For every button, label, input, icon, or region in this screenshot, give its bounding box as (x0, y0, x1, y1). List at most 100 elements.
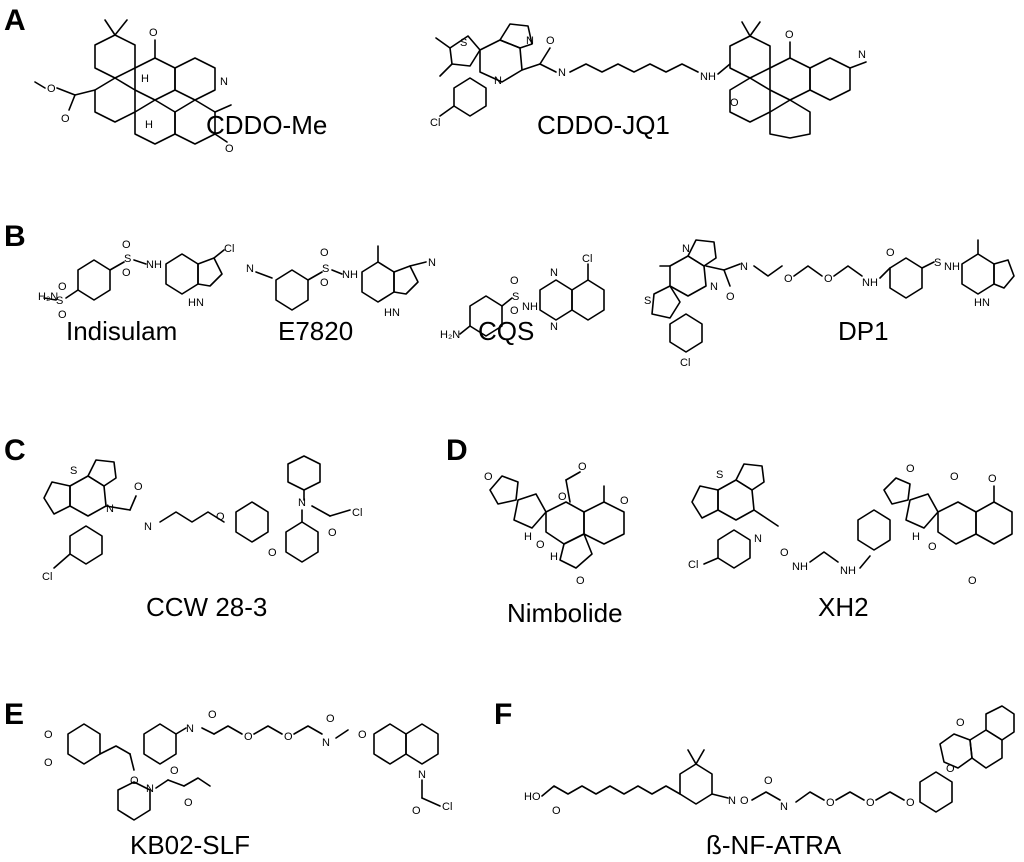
atom-h: H (145, 119, 153, 131)
atom-o: O (122, 239, 131, 251)
atom-o: O (950, 471, 959, 483)
atom-o: O (956, 717, 965, 729)
atom-h2n: H₂N (38, 291, 58, 303)
atom-n: N (682, 243, 690, 255)
atom-o: O (268, 547, 277, 559)
atom-n: N (418, 769, 426, 781)
atom-o: O (906, 797, 915, 809)
atom-cl: Cl (430, 117, 440, 129)
compound-name-indisulam: Indisulam (66, 316, 178, 346)
atom-o: O (184, 797, 193, 809)
atom-cl: Cl (442, 801, 452, 813)
atom-n: N (550, 321, 558, 333)
atom-s: S (460, 37, 467, 49)
atom-n: N (106, 503, 114, 515)
compound-name-e7820: E7820 (278, 316, 354, 346)
atom-o: O (764, 775, 773, 787)
compound-name-dp1: DP1 (838, 316, 889, 346)
structure-xh2: S Cl N O NH NH O O O O O H (688, 460, 1018, 590)
atom-nh: NH (792, 561, 808, 573)
atom-o: O (536, 539, 545, 551)
atom-o: O (58, 309, 67, 321)
atom-nh: NH (944, 261, 960, 273)
atom-o: O (546, 35, 555, 47)
atom-nh: NH (700, 71, 716, 83)
atom-s: S (512, 291, 519, 303)
atom-o: O (826, 797, 835, 809)
compound-name-cqs: CQS (478, 316, 535, 346)
atom-o: O (320, 247, 329, 259)
atom-o: O (780, 547, 789, 559)
atom-o: O (578, 461, 587, 473)
atom-hn: HN (188, 297, 204, 309)
atom-o: O (552, 805, 561, 817)
atom-n: N (146, 783, 154, 795)
atom-o: O (328, 527, 337, 539)
atom-o: O (968, 575, 977, 587)
panel-label-f: F (494, 698, 513, 731)
atom-o: O (47, 83, 56, 95)
atom-o: O (730, 97, 739, 109)
atom-cl: Cl (582, 253, 592, 265)
atom-n: N (858, 49, 866, 61)
atom-s: S (716, 469, 723, 481)
structure-indisulam: S O O H₂N S O O NH HN Cl (38, 239, 238, 321)
atom-o: O (134, 481, 143, 493)
atom-s: S (70, 465, 77, 477)
atom-o: O (216, 511, 225, 523)
atom-n: N (728, 795, 736, 807)
atom-o: O (740, 795, 749, 807)
atom-cl: Cl (688, 559, 698, 571)
atom-n: N (428, 257, 436, 269)
atom-o: O (988, 473, 997, 485)
atom-o: O (726, 291, 735, 303)
atom-o: O (886, 247, 895, 259)
atom-n: N (550, 267, 558, 279)
compound-name-b-nf-atra: ß-NF-ATRA (706, 830, 842, 860)
compound-name-cddo-jq1: CDDO-JQ1 (537, 110, 670, 140)
atom-cl: Cl (224, 243, 234, 255)
panel-label-d: D (446, 434, 468, 467)
atom-o: O (558, 491, 567, 503)
structure-dp1: N S Cl N O N O O NH O S NH HN (640, 236, 1020, 369)
atom-h: H (524, 531, 532, 543)
atom-nh: N (780, 801, 788, 813)
structure-cddo-me: O N O O O H H (34, 10, 235, 160)
atom-nh: N (740, 261, 748, 273)
atom-nh: N (144, 521, 152, 533)
atom-nh: N (186, 723, 194, 735)
atom-o: O (866, 797, 875, 809)
structure-kb02-slf: O O O N O O O N O O N O Cl N O O (38, 709, 468, 834)
compound-name-ccw-28-3: CCW 28-3 (146, 592, 268, 622)
atom-nh: NH (522, 301, 538, 313)
atom-s: S (124, 253, 131, 265)
atom-n: N (526, 35, 534, 47)
atom-hn: HN (384, 307, 400, 319)
compound-name-kb02-slf: KB02-SLF (130, 830, 250, 860)
atom-o: O (208, 709, 217, 721)
atom-o: O (326, 713, 335, 725)
atom-h2n: H₂N (440, 329, 460, 341)
compound-name-cddo-me: CDDO-Me (206, 110, 328, 140)
atom-o: O (510, 275, 519, 287)
atom-h: H (550, 551, 558, 563)
atom-o: O (510, 305, 519, 317)
atom-o: O (906, 463, 915, 475)
atom-ho: HO (524, 791, 541, 803)
panel-label-b: B (4, 220, 26, 253)
structure-e7820: N S O O NH N HN (246, 240, 466, 320)
atom-o: O (412, 805, 421, 817)
atom-o: O (358, 729, 367, 741)
structure-ccw-28-3: S Cl N O N O O N O Cl (40, 455, 440, 586)
atom-h: H (141, 73, 149, 85)
atom-cl: Cl (352, 507, 362, 519)
atom-o: O (946, 763, 955, 775)
atom-n: N (298, 497, 306, 509)
atom-s: S (644, 295, 651, 307)
atom-o: O (122, 267, 131, 279)
compound-name-xh2: XH2 (818, 592, 869, 622)
atom-o: O (928, 541, 937, 553)
atom-nh: N (322, 737, 330, 749)
structure-cddo-jq1: S N N Cl O N NH O N O (430, 18, 870, 139)
atom-o: O (149, 27, 158, 39)
